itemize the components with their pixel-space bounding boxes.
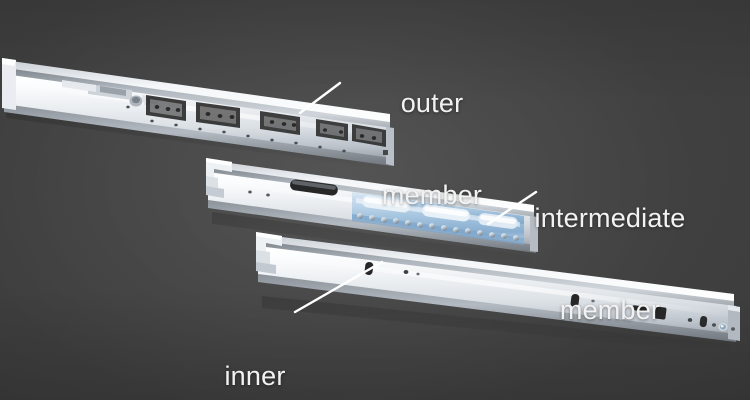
inner-member-screw-group: [687, 316, 735, 331]
inner-member-bottom-edge: [258, 274, 736, 342]
inner-member-sheen: [262, 252, 732, 317]
inner-member-top-lip: [258, 234, 734, 303]
label-outer-member-line2: member: [381, 179, 483, 210]
inner-member-shadow: [262, 296, 730, 354]
intermediate-member-hole-1: [248, 190, 252, 194]
label-inner-member: inner member: [170, 300, 340, 400]
leader-line-intermediate: [486, 190, 538, 226]
outer-member-top-lip: [4, 60, 390, 124]
intermediate-member-top-lip: [208, 160, 534, 214]
inner-member-hole-2: [416, 272, 420, 276]
inner-member-right-slots: [631, 305, 667, 320]
inner-member-keyhole-2: [570, 293, 580, 308]
outer-member-left-tip-highlight: [2, 58, 16, 66]
intermediate-member-oval-slot: [290, 179, 338, 196]
outer-member-slots: [146, 95, 388, 155]
leader-lines: [293, 81, 538, 314]
inner-member-right-cap-highlight: [728, 305, 740, 312]
label-intermediate-member: intermediate member: [470, 142, 750, 386]
inner-member: [256, 232, 740, 354]
inner-member-hole-1: [403, 270, 409, 274]
intermediate-member-bottom-edge: [208, 200, 536, 253]
intermediate-member-shadow: [212, 212, 532, 266]
intermediate-member: [206, 158, 538, 266]
outer-member-bottom-edge: [4, 104, 392, 166]
leader-line-inner: [293, 260, 384, 314]
intermediate-member-hole-2: [266, 193, 270, 197]
label-inner-member-line1: inner: [224, 361, 286, 391]
ball-bearing-retainer-cage: [352, 192, 524, 245]
inner-member-hole-3: [591, 299, 595, 303]
label-outer-member-line1: outer: [400, 88, 464, 118]
label-intermediate-member-line1: intermediate: [534, 203, 686, 233]
label-outer-member: outer member: [352, 27, 512, 271]
label-intermediate-member-line2: member: [559, 294, 661, 325]
steel-ball-bearings: [357, 213, 519, 241]
retainer-windows: [362, 195, 518, 229]
leader-line-outer: [298, 81, 342, 115]
outer-member-rivet-holes: [126, 105, 346, 153]
outer-member: [2, 58, 394, 170]
